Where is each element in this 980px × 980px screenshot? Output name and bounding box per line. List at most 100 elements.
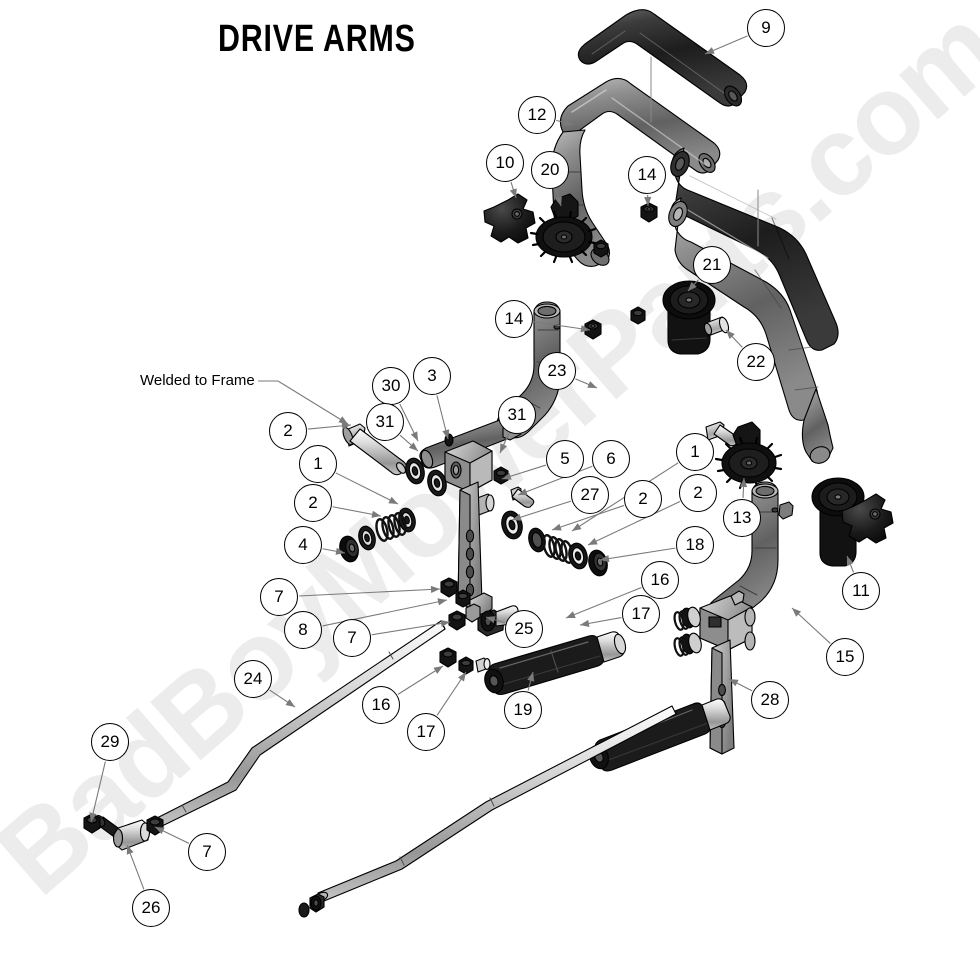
callout-label: 19 xyxy=(513,700,533,719)
note-leader xyxy=(258,380,349,425)
callout-label: 14 xyxy=(637,165,657,184)
part-14-locknut-a xyxy=(640,202,658,223)
part-7-locknut-c xyxy=(448,610,466,631)
callout-9[interactable]: 9 xyxy=(747,9,785,47)
part-lower-control-rod xyxy=(298,705,677,918)
part-20-sector-gear xyxy=(529,193,597,264)
callout-2[interactable]: 2 xyxy=(294,484,332,522)
callout-label: 3 xyxy=(427,366,437,385)
callout-21[interactable]: 21 xyxy=(693,246,731,284)
callout-label: 14 xyxy=(504,309,524,328)
callout-label: 31 xyxy=(375,412,395,431)
callout-23[interactable]: 23 xyxy=(538,352,576,390)
callout-label: 7 xyxy=(274,587,284,606)
callout-label: 28 xyxy=(760,690,780,709)
callout-13[interactable]: 13 xyxy=(723,499,761,537)
page-title: DRIVE ARMS xyxy=(218,18,416,60)
part-7-locknut-a xyxy=(440,577,458,598)
callout-8[interactable]: 8 xyxy=(284,611,322,649)
part-18-bushing xyxy=(588,549,608,577)
part-17-bolt xyxy=(475,657,491,673)
callout-25[interactable]: 25 xyxy=(505,610,543,648)
callout-17[interactable]: 17 xyxy=(407,713,445,751)
callout-label: 30 xyxy=(381,376,401,395)
callout-12[interactable]: 12 xyxy=(518,96,556,134)
callout-label: 1 xyxy=(690,442,700,461)
callout-label: 31 xyxy=(507,405,527,424)
callout-19[interactable]: 19 xyxy=(504,691,542,729)
callout-14[interactable]: 14 xyxy=(628,156,666,194)
callout-label: 2 xyxy=(308,493,318,512)
part-13-sector-gear xyxy=(714,421,783,490)
callout-label: 7 xyxy=(347,628,357,647)
callout-16[interactable]: 16 xyxy=(641,561,679,599)
part-1-spring-right xyxy=(542,534,574,564)
callout-label: 16 xyxy=(371,695,391,714)
callout-7[interactable]: 7 xyxy=(188,833,226,871)
callout-7[interactable]: 7 xyxy=(260,578,298,616)
callout-label: 16 xyxy=(650,570,670,589)
callout-label: 7 xyxy=(202,842,212,861)
callout-18[interactable]: 18 xyxy=(676,526,714,564)
callout-7[interactable]: 7 xyxy=(333,619,371,657)
callout-label: 20 xyxy=(540,160,560,179)
part-14-locknut-b xyxy=(593,239,609,258)
callout-17[interactable]: 17 xyxy=(622,595,660,633)
callout-4[interactable]: 4 xyxy=(284,526,322,564)
part-31-washer-a xyxy=(405,457,425,485)
callout-label: 9 xyxy=(761,18,771,37)
welded-to-frame-note: Welded to Frame xyxy=(140,372,255,389)
callout-1[interactable]: 1 xyxy=(676,433,714,471)
callout-label: 17 xyxy=(631,604,651,623)
callout-label: 2 xyxy=(638,489,648,508)
callout-11[interactable]: 11 xyxy=(842,572,880,610)
callout-label: 22 xyxy=(746,352,766,371)
callout-14[interactable]: 14 xyxy=(495,300,533,338)
callout-label: 5 xyxy=(560,449,570,468)
callout-label: 2 xyxy=(283,421,293,440)
callout-20[interactable]: 20 xyxy=(531,151,569,189)
callout-31[interactable]: 31 xyxy=(498,396,536,434)
callout-1[interactable]: 1 xyxy=(299,445,337,483)
callout-22[interactable]: 22 xyxy=(737,343,775,381)
callout-label: 6 xyxy=(606,449,616,468)
part-19-damper xyxy=(484,631,627,696)
callout-3[interactable]: 3 xyxy=(413,357,451,395)
callout-label: 15 xyxy=(835,647,855,666)
part-16-nut xyxy=(458,656,474,675)
callout-label: 24 xyxy=(243,669,263,688)
part-10-yoke xyxy=(483,193,536,244)
callout-5[interactable]: 5 xyxy=(546,440,584,478)
part-11-cross-knob xyxy=(841,493,894,544)
callout-27[interactable]: 27 xyxy=(571,476,609,514)
callout-10[interactable]: 10 xyxy=(486,144,524,182)
leader-arrowheads xyxy=(89,47,854,855)
callout-2[interactable]: 2 xyxy=(679,474,717,512)
callout-label: 21 xyxy=(702,255,722,274)
callout-29[interactable]: 29 xyxy=(91,723,129,761)
callout-30[interactable]: 30 xyxy=(372,367,410,405)
callout-24[interactable]: 24 xyxy=(234,660,272,698)
part-21-pivot-arm xyxy=(662,280,716,355)
callout-6[interactable]: 6 xyxy=(592,440,630,478)
callout-label: 13 xyxy=(732,508,752,527)
part-2-carriage-bolt xyxy=(342,423,407,476)
callout-label: 12 xyxy=(527,105,547,124)
part-14-locknut-d xyxy=(630,306,646,325)
part-2-washer-lower xyxy=(358,525,376,551)
callout-2[interactable]: 2 xyxy=(624,480,662,518)
callout-26[interactable]: 26 xyxy=(132,889,170,927)
callout-16[interactable]: 16 xyxy=(362,686,400,724)
callout-2[interactable]: 2 xyxy=(269,412,307,450)
part-1-compression-spring xyxy=(375,512,407,542)
callout-label: 2 xyxy=(693,483,703,502)
callout-31[interactable]: 31 xyxy=(366,403,404,441)
part-2-washer-right-a xyxy=(528,527,546,553)
callout-15[interactable]: 15 xyxy=(826,638,864,676)
callout-28[interactable]: 28 xyxy=(751,681,789,719)
callout-label: 17 xyxy=(416,722,436,741)
part-5-locknut xyxy=(493,466,509,485)
lever-handle-9 xyxy=(577,9,748,107)
callout-label: 8 xyxy=(298,620,308,639)
